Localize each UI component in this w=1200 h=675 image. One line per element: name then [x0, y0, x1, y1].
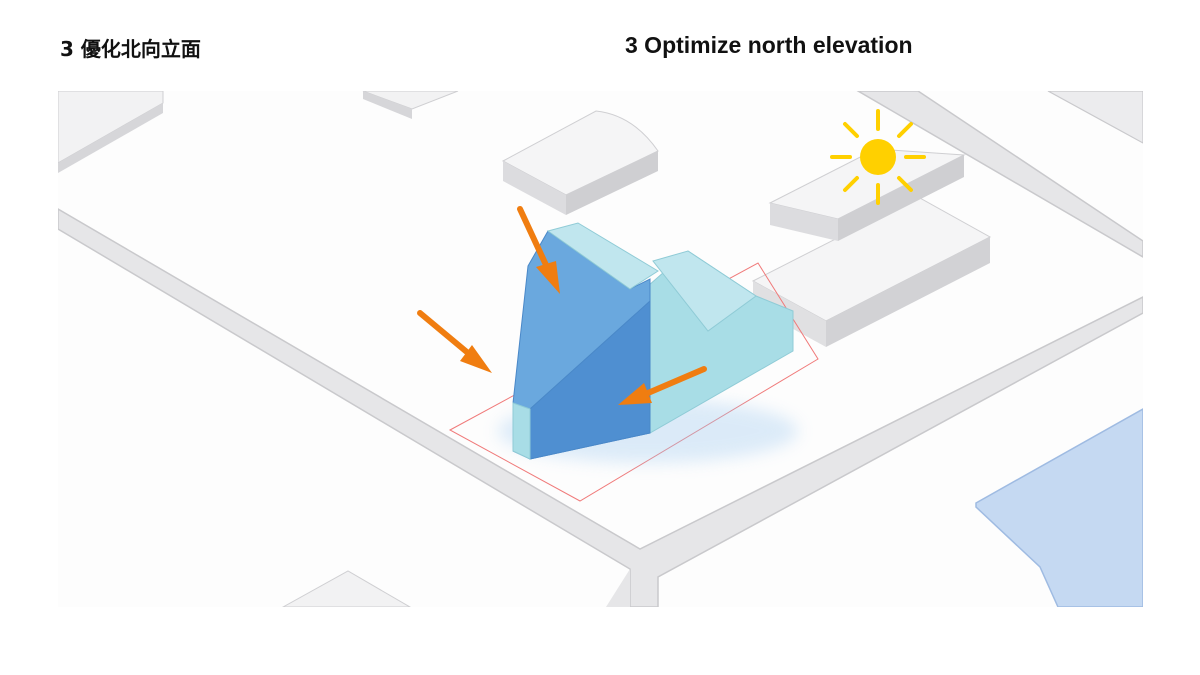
sun-ray: [843, 122, 859, 138]
mass-corner-strip: [512, 402, 531, 460]
title-english: 3 Optimize north elevation: [625, 32, 913, 58]
arrow-west-head: [460, 345, 492, 373]
site-diagram: [58, 91, 1143, 607]
axonometric-site-plan: [58, 91, 1143, 607]
top-middle-block-side: [363, 91, 412, 119]
sun-icon: [830, 109, 926, 205]
arrow-east-shaft: [645, 366, 707, 396]
water-body: [975, 408, 1143, 607]
sun-ray: [897, 122, 913, 138]
north-block-top: [501, 110, 659, 196]
north-block-side: [503, 161, 566, 215]
sun-ray: [843, 176, 859, 192]
sun-ray: [897, 176, 913, 192]
building-mass: [512, 222, 794, 460]
upper-right-block: [1047, 91, 1143, 144]
arrow-east-head: [618, 383, 652, 405]
arrow-north-shaft: [517, 206, 549, 268]
title-chinese: 3 優化北向立面: [60, 37, 201, 61]
upper-right-road: [856, 91, 1143, 258]
mass-roof-ridge: [546, 222, 659, 290]
mass-east-roof: [652, 250, 757, 332]
road-corner: [606, 569, 630, 607]
arrow-north-head: [536, 261, 560, 294]
sun-disc: [860, 139, 896, 175]
arrow-west-shaft: [417, 310, 471, 356]
east-long-block-front: [826, 237, 990, 347]
arrow-icon: [417, 206, 707, 405]
northeast-block-front: [838, 155, 964, 241]
northeast-block-side: [770, 203, 838, 241]
north-block-front: [566, 151, 658, 215]
south-block: [281, 570, 411, 607]
main-road: [58, 208, 1143, 607]
top-left-block-side: [58, 103, 163, 173]
